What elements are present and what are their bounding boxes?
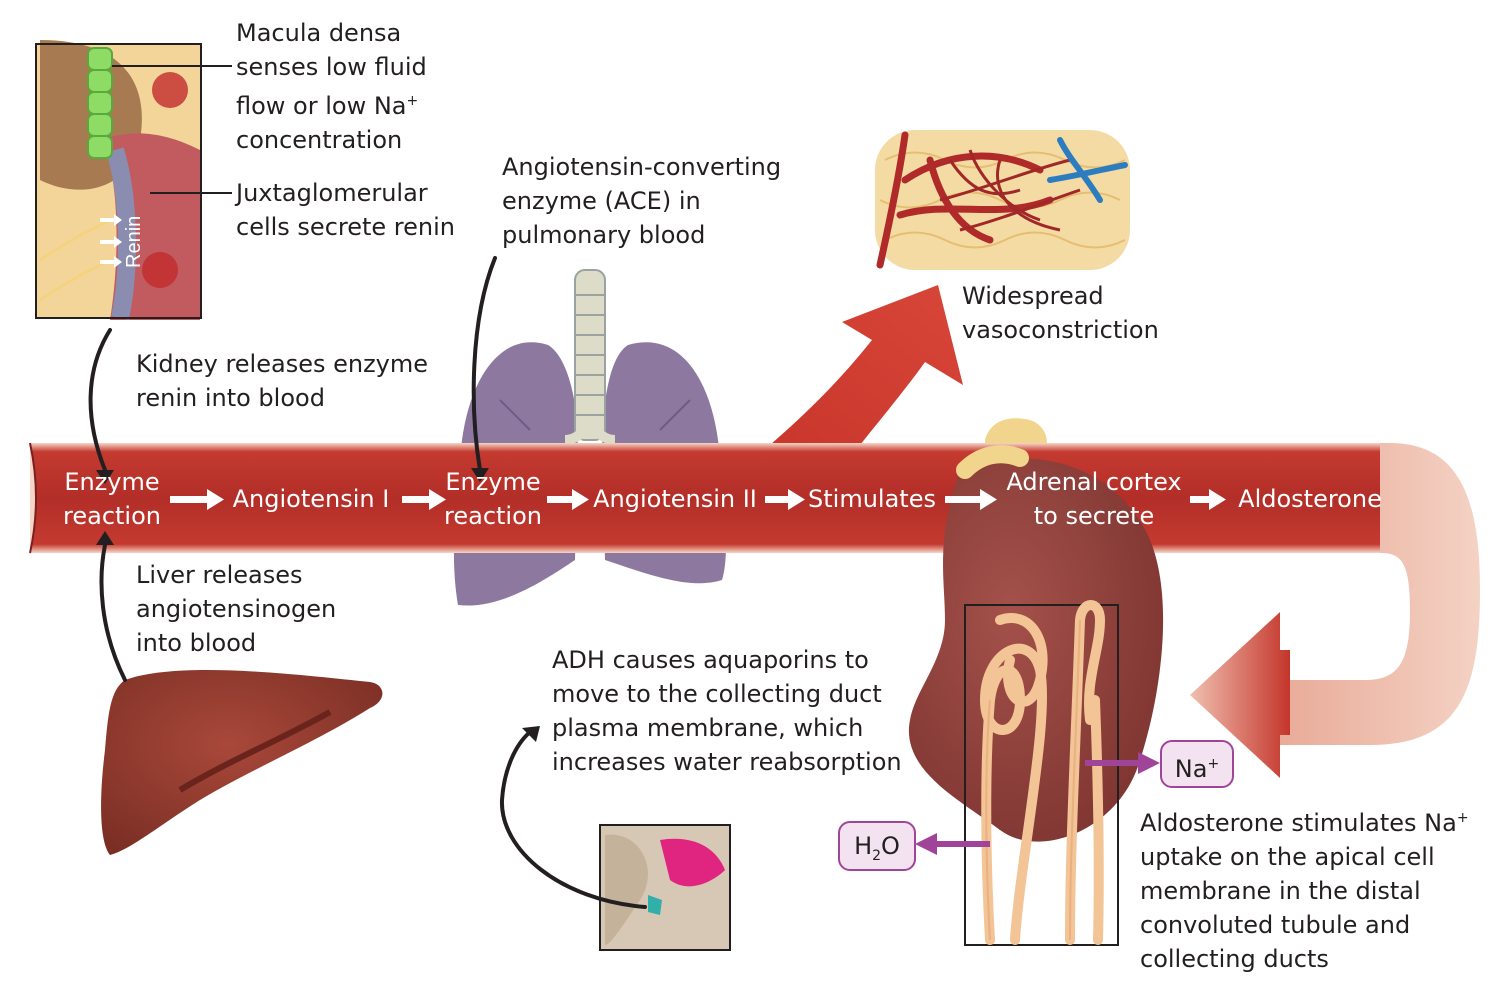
liver-to-reaction-arrow (99, 543, 127, 682)
capillary-bed-illustration (875, 130, 1130, 270)
flow-arrow-1 (170, 489, 224, 510)
flow-angiotensin-2: Angiotensin II (593, 485, 757, 513)
liver-releases-label: Liver releases angiotensinogen into bloo… (136, 561, 337, 657)
adh-arrow (499, 730, 647, 909)
h2o-badge: H2O (838, 821, 916, 871)
flow-arrow-4 (765, 489, 805, 510)
flow-arrow-5 (945, 489, 997, 510)
renin-inset-label: Renin (123, 216, 145, 268)
flow-adrenal-cortex: Adrenal cortex to secrete (1006, 468, 1182, 530)
flow-enzyme-reaction-2: Enzyme reaction (444, 468, 542, 530)
liver-illustration (101, 669, 383, 855)
flow-arrow-6 (1190, 489, 1226, 510)
ace-to-reaction-arrow (471, 256, 497, 472)
juxtaglomerular-inset (35, 40, 202, 320)
water-reabsorption-arrow (915, 833, 990, 855)
kidney-releases-renin-label: Kidney releases enzyme renin into blood (136, 350, 429, 412)
na-uptake-arrow (1085, 752, 1160, 774)
flow-enzyme-reaction-1: Enzyme reaction (63, 468, 161, 530)
lungs-illustration (453, 269, 727, 606)
blood-vessel (30, 443, 1390, 553)
u-turn-vessel (1270, 443, 1480, 745)
flow-stimulates: Stimulates (808, 485, 936, 513)
juxtaglomerular-label: Juxtaglomerular cells secrete renin (236, 179, 455, 241)
pituitary-inset (599, 824, 731, 951)
macula-densa-label: Macula densa senses low fluid flow or lo… (236, 19, 427, 154)
return-arrow (1190, 612, 1290, 778)
flow-arrow-2 (402, 489, 446, 510)
vasoconstriction-arrow (770, 285, 963, 445)
flow-angiotensin-1: Angiotensin I (232, 485, 390, 513)
renin-to-reaction-arrow (88, 328, 112, 472)
na-ion-badge: Na+ (1160, 740, 1234, 788)
ace-label: Angiotensin-converting enzyme (ACE) in p… (502, 153, 782, 249)
flow-aldosterone: Aldosterone (1238, 485, 1382, 513)
nephron-inset (964, 600, 1119, 946)
flow-arrow-3 (547, 489, 589, 510)
aldosterone-effect-label: Aldosterone stimulates Na+ uptake on the… (1140, 809, 1469, 973)
adh-label: ADH causes aquaporins to move to the col… (552, 646, 902, 776)
vasoconstriction-label: Widespread vasoconstriction (962, 282, 1159, 344)
